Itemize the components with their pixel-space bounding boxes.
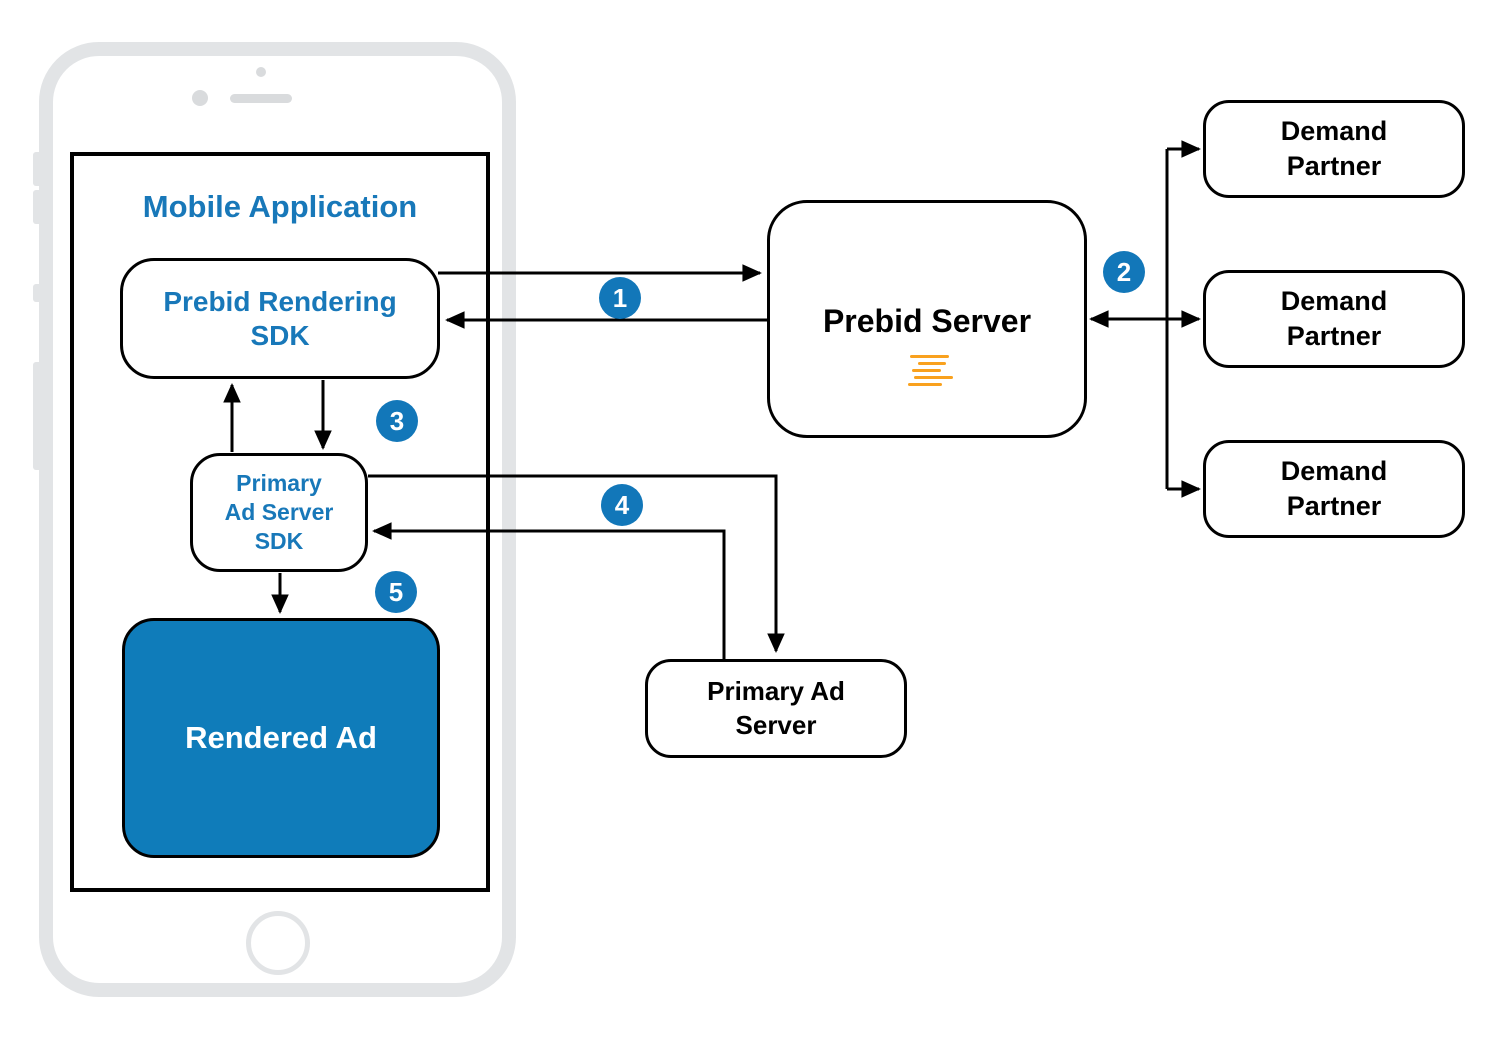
node-label: SDK (254, 527, 304, 554)
phone-home-button-icon (246, 911, 310, 975)
node-prebid-server: Prebid Server (767, 200, 1087, 438)
prebid-lines-icon (904, 351, 956, 391)
phone-volume-button (33, 362, 42, 470)
node-rendered-ad: Rendered Ad (122, 618, 440, 858)
node-label: Partner (1286, 151, 1382, 181)
node-label: Primary (236, 470, 322, 497)
node-label: Demand (1280, 455, 1388, 486)
node-label: Primary Ad (707, 676, 845, 707)
arrow-sdk-to-primary-ad-server (368, 474, 785, 653)
step-badge-5: 5 (375, 571, 417, 613)
node-label: Demand (1280, 285, 1388, 316)
node-label: Prebid Server (822, 303, 1032, 339)
node-label: Demand (1280, 115, 1388, 146)
step-badge-3: 3 (376, 400, 418, 442)
phone-camera-dot-icon (256, 67, 266, 77)
node-label: Ad Server (224, 499, 334, 526)
step-badge-4: 4 (601, 484, 643, 526)
node-prebid-rendering-sdk: Prebid Rendering SDK (120, 258, 440, 379)
node-demand-partner-1: Demand Partner (1203, 100, 1465, 198)
phone-speaker-icon (230, 94, 292, 103)
step-badge-1: 1 (599, 277, 641, 319)
node-primary-ad-server: Primary Ad Server (645, 659, 907, 758)
phone-side-button (33, 190, 42, 224)
arrow-primary-ad-server-to-sdk (372, 522, 726, 659)
node-label: SDK (250, 319, 310, 351)
node-label: Prebid Rendering (163, 285, 397, 317)
node-label: Partner (1286, 321, 1382, 351)
node-label: Rendered Ad (185, 720, 377, 755)
phone-sensor-dot-icon (192, 90, 208, 106)
phone-side-button (33, 152, 42, 186)
mobile-application-title: Mobile Application (142, 189, 418, 224)
step-badge-2: 2 (1103, 251, 1145, 293)
phone-mute-switch (33, 284, 42, 302)
node-label: Partner (1286, 491, 1382, 521)
node-primary-ad-server-sdk: Primary Ad Server SDK (190, 453, 368, 572)
node-demand-partner-2: Demand Partner (1203, 270, 1465, 368)
node-label: Server (735, 709, 817, 740)
node-demand-partner-3: Demand Partner (1203, 440, 1465, 538)
